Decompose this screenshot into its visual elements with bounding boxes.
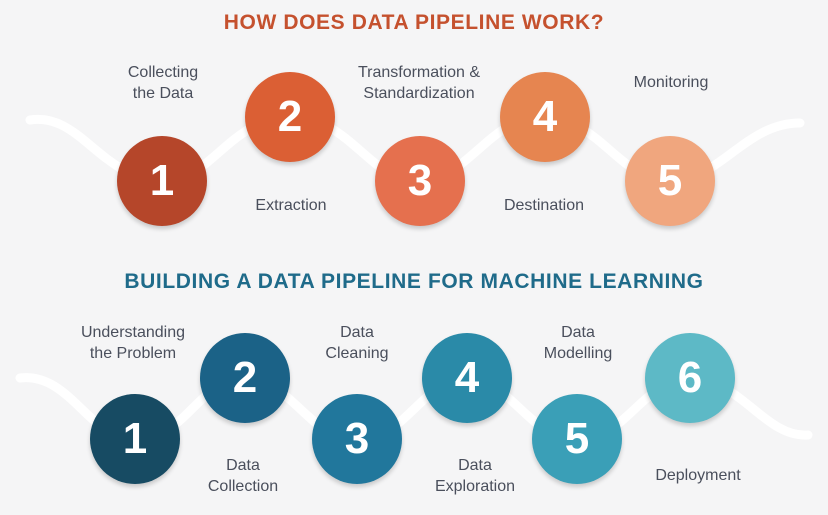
section1-step-3-number: 3 — [407, 156, 433, 205]
section2-step-3-circle: 3 — [312, 394, 402, 484]
section1-step-1-label: Extraction — [255, 197, 327, 214]
section1-step-4-circle: 4 — [500, 72, 590, 162]
section1-step-2-label: Collecting the Data — [127, 64, 199, 102]
section1-step-4-number: 4 — [532, 92, 558, 141]
section1-title: HOW DOES DATA PIPELINE WORK? — [223, 11, 605, 34]
section2-step-5-label: Data Modelling — [543, 324, 613, 362]
section2-step-5-circle: 5 — [532, 394, 622, 484]
section2-step-4-number: 4 — [454, 353, 480, 402]
section2-step-3-number: 3 — [344, 414, 370, 463]
section2-step-1-label: Understanding the Problem — [80, 324, 186, 362]
section2-step-5-number: 5 — [564, 414, 590, 463]
section2-step-2-circle: 2 — [200, 333, 290, 423]
section2-step-1-number: 1 — [122, 414, 148, 463]
section2-step-6-circle: 6 — [645, 333, 735, 423]
section2-step-3-label: Data Cleaning — [325, 324, 389, 362]
section2-step-1-circle: 1 — [90, 394, 180, 484]
section1-step-2-number: 2 — [277, 92, 303, 141]
section1-step-2-circle: 2 — [245, 72, 335, 162]
section1-step-5-label: Monitoring — [633, 74, 709, 91]
section2-step-4-label: Data Exploration — [434, 457, 516, 495]
section2-step-6-label: Deployment — [655, 467, 741, 484]
section1-step-5-number: 5 — [657, 156, 683, 205]
section1-step-4-label: Destination — [503, 197, 585, 214]
section2-step-4-circle: 4 — [422, 333, 512, 423]
section2-step-6-number: 6 — [677, 353, 703, 402]
section1-step-5-circle: 5 — [625, 136, 715, 226]
section1-step-1-circle: 1 — [117, 136, 207, 226]
section1-step-1-number: 1 — [149, 156, 175, 205]
section2-title: BUILDING A DATA PIPELINE FOR MACHINE LEA… — [124, 270, 704, 293]
section2-step-2-number: 2 — [232, 353, 258, 402]
section2-step-2-label: Data Collection — [207, 457, 279, 495]
section1-step-3-label: Transformation & Standardization — [357, 64, 481, 102]
section1-step-3-circle: 3 — [375, 136, 465, 226]
